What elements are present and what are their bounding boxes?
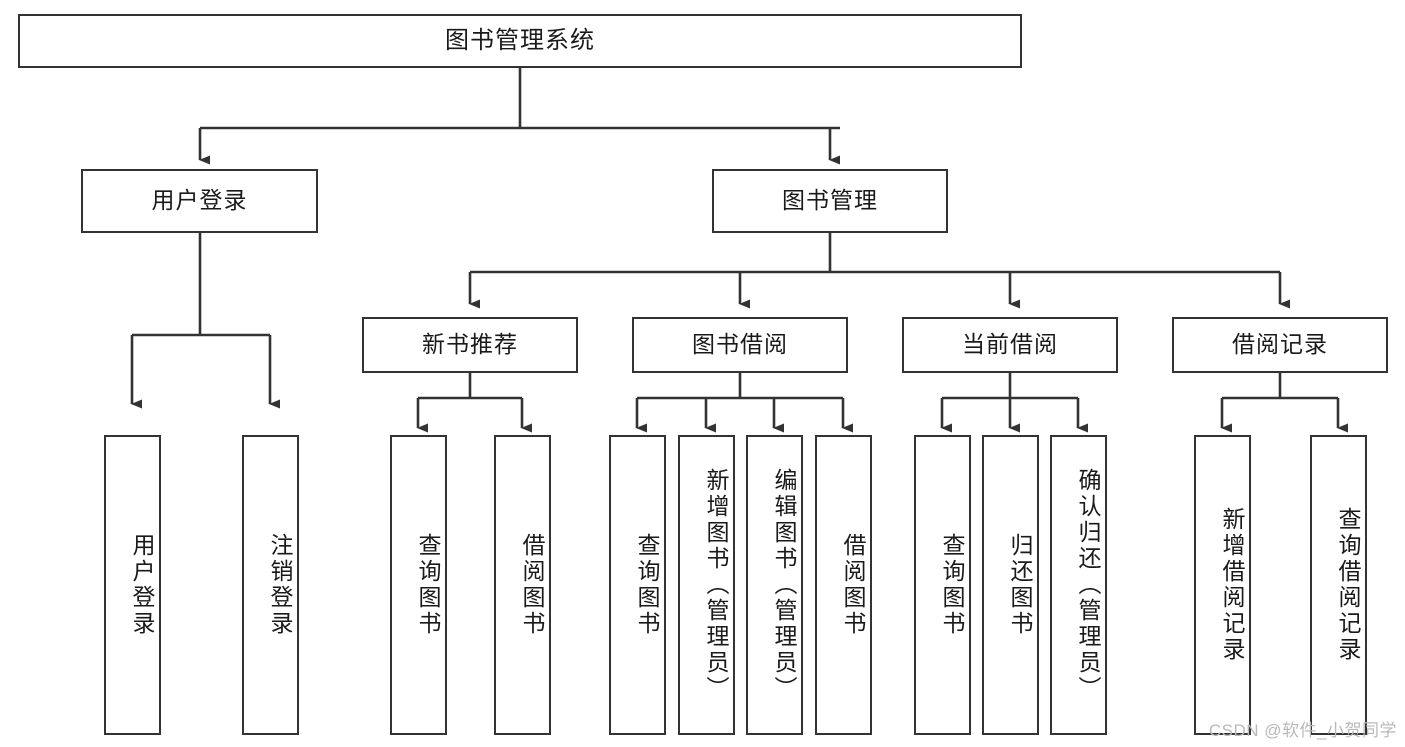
node-leaf-query-book-current[interactable]: 查询图书 <box>914 435 971 735</box>
node-book-management[interactable]: 图书管理 <box>712 169 948 233</box>
node-label: 新书推荐 <box>422 331 518 358</box>
node-leaf-user-login[interactable]: 用户登录 <box>104 435 161 735</box>
node-label: 图书管理系统 <box>445 26 595 54</box>
node-user-login[interactable]: 用户登录 <box>81 169 318 233</box>
node-label: 新增借阅记录 <box>1219 507 1245 663</box>
node-label: 图书管理 <box>782 187 878 214</box>
node-label: 用户登录 <box>129 533 155 637</box>
node-label: 当前借阅 <box>962 331 1058 358</box>
node-leaf-edit-book-admin[interactable]: 编辑图书（管理员） <box>746 435 803 735</box>
node-label: 查询图书 <box>415 533 441 637</box>
node-leaf-borrow-book-recommend[interactable]: 借阅图书 <box>494 435 551 735</box>
node-label: 确认归还（管理员） <box>1075 468 1101 702</box>
node-leaf-return-book[interactable]: 归还图书 <box>982 435 1039 735</box>
node-current-borrow[interactable]: 当前借阅 <box>902 317 1118 373</box>
node-leaf-query-book-borrow[interactable]: 查询图书 <box>609 435 666 735</box>
node-borrow-records[interactable]: 借阅记录 <box>1172 317 1388 373</box>
node-leaf-borrow-book[interactable]: 借阅图书 <box>815 435 872 735</box>
node-leaf-query-borrow-record[interactable]: 查询借阅记录 <box>1310 435 1367 735</box>
node-label: 借阅图书 <box>519 533 545 637</box>
node-label: 图书借阅 <box>692 331 788 358</box>
node-leaf-query-book-recommend[interactable]: 查询图书 <box>390 435 447 735</box>
node-root-system[interactable]: 图书管理系统 <box>18 14 1022 68</box>
node-leaf-logout[interactable]: 注销登录 <box>242 435 299 735</box>
node-label: 归还图书 <box>1007 533 1033 637</box>
node-book-borrow[interactable]: 图书借阅 <box>632 317 848 373</box>
node-leaf-confirm-return-admin[interactable]: 确认归还（管理员） <box>1050 435 1107 735</box>
node-label: 编辑图书（管理员） <box>771 468 797 702</box>
node-label: 查询借阅记录 <box>1335 507 1361 663</box>
node-label: 借阅记录 <box>1232 331 1328 358</box>
node-leaf-add-book-admin[interactable]: 新增图书（管理员） <box>678 435 735 735</box>
node-label: 用户登录 <box>151 187 248 214</box>
node-label: 查询图书 <box>939 533 965 637</box>
node-new-book-recommend[interactable]: 新书推荐 <box>362 317 578 373</box>
watermark-text: CSDN @软件_小贺同学 <box>1208 721 1397 740</box>
node-leaf-add-borrow-record[interactable]: 新增借阅记录 <box>1194 435 1251 735</box>
node-label: 借阅图书 <box>840 533 866 637</box>
node-label: 新增图书（管理员） <box>703 468 729 702</box>
node-label: 查询图书 <box>634 533 660 637</box>
node-label: 注销登录 <box>267 533 293 637</box>
